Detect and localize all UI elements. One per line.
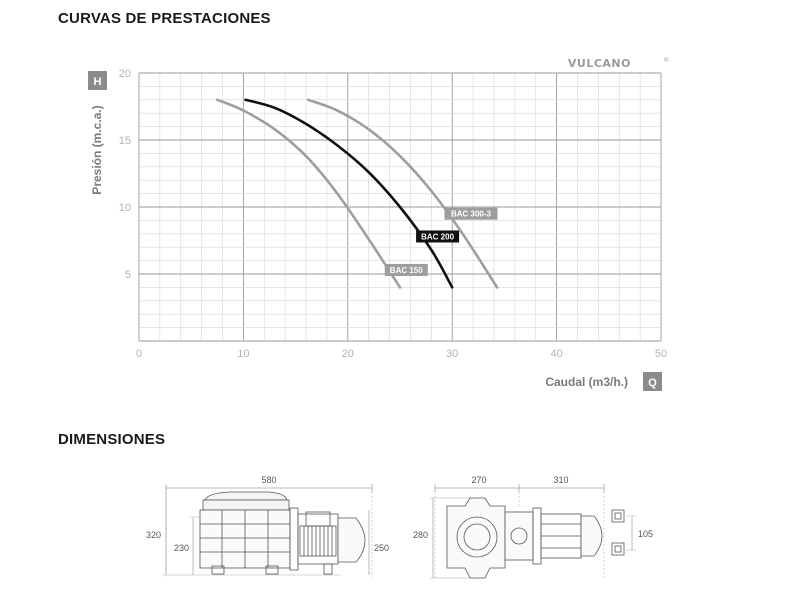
- chart-series-labels: BAC 150 BAC 200 BAC 300-3: [384, 207, 498, 276]
- performance-curves-title: CURVAS DE PRESTACIONES: [58, 10, 271, 27]
- y-tick-label: 20: [119, 68, 131, 80]
- series-tag-bg-bac-200: [416, 230, 460, 243]
- y-axis-badge-text: H: [94, 76, 102, 88]
- dim-body-height-label: 250: [374, 543, 389, 553]
- dimensions-title: DIMENSIONES: [58, 431, 166, 448]
- dim-inlet-height-label: 230: [174, 543, 189, 553]
- series-tag-bac-200: BAC 200: [421, 232, 454, 241]
- x-tick-label: 20: [342, 348, 354, 360]
- series-tag-bg-bac-150: [384, 263, 428, 276]
- series-tag-bac-150: BAC 150: [390, 266, 423, 275]
- series-tag-bac-300-3: BAC 300-3: [451, 210, 492, 219]
- y-tick-label: 15: [119, 135, 131, 147]
- y-axis-label: Presión (m.c.a.): [90, 105, 104, 194]
- chart-series: [216, 98, 499, 289]
- y-tick-label: 5: [125, 269, 131, 281]
- brand-registered-mark: ®: [664, 57, 669, 64]
- x-tick-label: 40: [550, 348, 562, 360]
- y-tick-label: 10: [119, 202, 131, 214]
- x-axis-label: Caudal (m3/h.): [545, 375, 628, 389]
- series-line-bac-150: [216, 98, 402, 289]
- x-axis-badge: [643, 372, 662, 391]
- pump-side-view: [163, 484, 373, 577]
- chart-axes: 0 10 20 30 40 50 5 10 15 20: [119, 68, 667, 360]
- x-tick-label: 0: [136, 348, 142, 360]
- brand-logo: VULCANO: [568, 57, 631, 70]
- dim-depth-label: 280: [413, 530, 428, 540]
- dim-left-width-label: 270: [471, 475, 486, 485]
- dim-port-spacing-label: 105: [638, 529, 653, 539]
- x-tick-label: 50: [655, 348, 667, 360]
- dim-right-width-label: 310: [553, 475, 568, 485]
- series-line-bac-200: [244, 98, 454, 289]
- x-axis-badge-text: Q: [648, 377, 657, 389]
- dim-length-label: 580: [261, 475, 276, 485]
- y-axis-badge: [88, 71, 107, 90]
- pump-top-view: [430, 484, 636, 579]
- dim-total-height-label: 320: [146, 530, 161, 540]
- series-line-bac-300-3: [306, 98, 499, 289]
- x-tick-label: 10: [237, 348, 249, 360]
- series-tag-bg-bac-300-3: [444, 207, 498, 220]
- x-tick-label: 30: [446, 348, 458, 360]
